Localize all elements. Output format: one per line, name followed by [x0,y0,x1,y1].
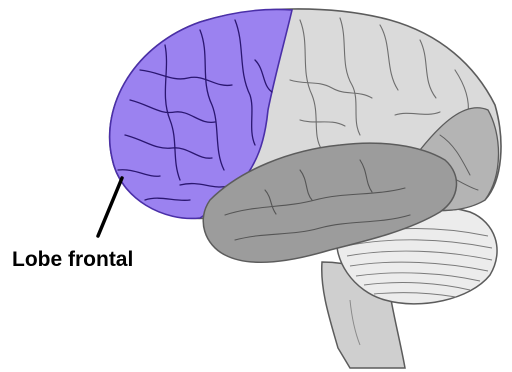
frontal-lobe-label: Lobe frontal [12,248,133,271]
label-pointer-line [98,178,122,236]
